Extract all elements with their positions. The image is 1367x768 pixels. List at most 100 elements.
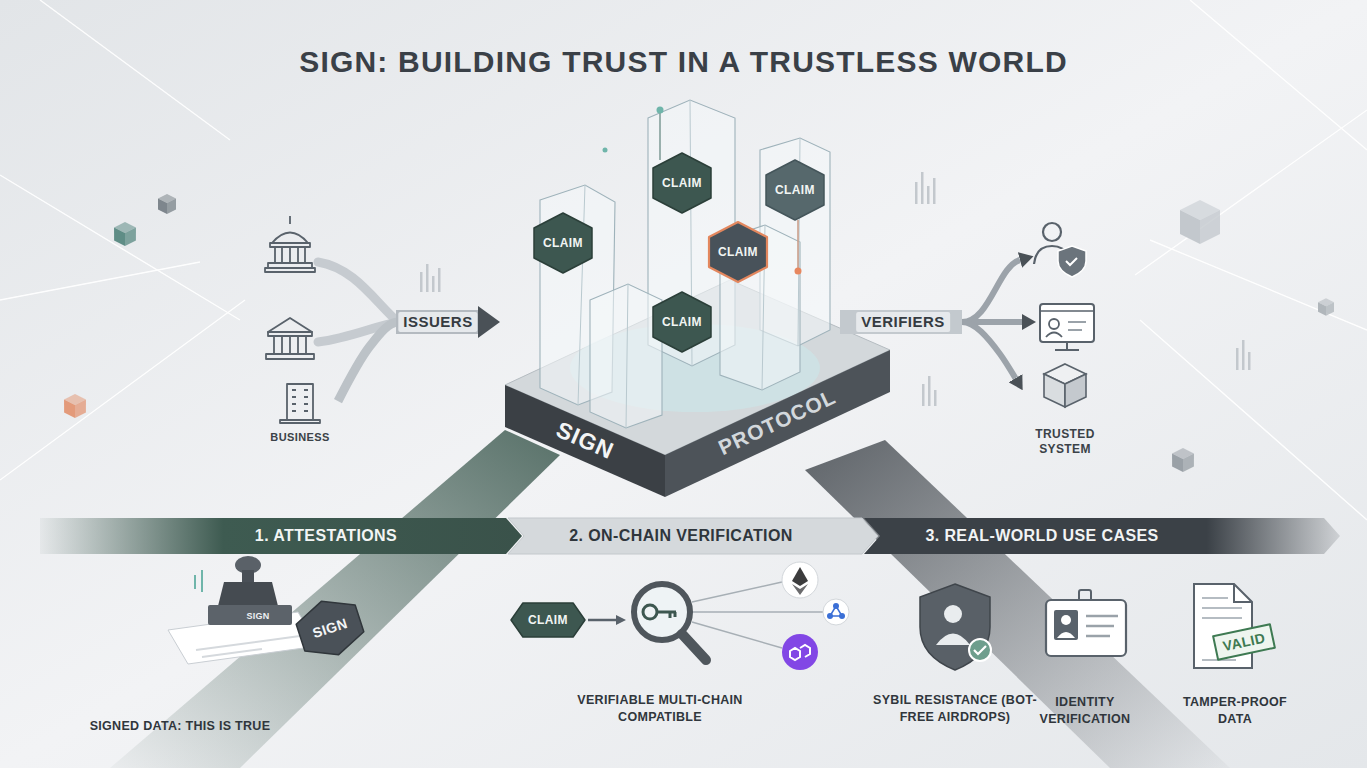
node-label: CLAIM — [718, 245, 758, 259]
government-icon — [265, 216, 315, 272]
floating-cubes-part — [158, 194, 176, 214]
protocol-platform-art-part — [578, 185, 585, 405]
network-lines-part — [40, 0, 230, 140]
sybil-shield-icon-part — [936, 634, 970, 646]
business-icon-part — [292, 390, 308, 411]
connector-line — [338, 322, 478, 401]
network-lines-part — [0, 175, 240, 320]
node-label: CLAIM — [543, 236, 583, 250]
protocol-platform-art-part — [659, 113, 661, 160]
id-card-icon-part — [1046, 600, 1126, 656]
bank-icon-part — [268, 332, 312, 336]
verifier-icons-part — [1040, 304, 1094, 342]
face-label-holder: SIGN — [552, 416, 618, 465]
step-chevron-shape — [864, 518, 1340, 554]
node-label: 2. ON-CHAIN VERIFICATION — [569, 526, 793, 545]
verifier-icons-part — [1046, 333, 1062, 338]
sybil-shield-icon-part — [944, 605, 962, 623]
verifier-arrows — [962, 260, 1022, 322]
node-label: BUSINESS — [270, 431, 329, 444]
protocol-platform-art-part — [626, 284, 628, 428]
bar-decor-part — [426, 264, 429, 292]
sybil-shield-icon — [920, 584, 991, 670]
id-card-icon-part — [1086, 616, 1118, 636]
verifier-icons-part — [1068, 322, 1086, 330]
stamp-illustration-part — [196, 636, 300, 657]
verifier-icons-part — [1065, 374, 1086, 407]
bar-decor-part — [432, 276, 435, 292]
diagram-title: SIGN: BUILDING TRUST IN A TRUSTLESS WORL… — [0, 44, 1367, 80]
title-holder: SIGN: BUILDING TRUST IN A TRUSTLESS WORL… — [0, 44, 1367, 80]
sybil-shield-icon-part — [969, 639, 991, 661]
network-lines-part — [1135, 110, 1367, 275]
network-lines-part — [1140, 320, 1367, 520]
issuer-business: BUSINESS — [262, 378, 338, 444]
edge-label-holder: VERIFIERS — [856, 312, 950, 332]
claim-hexagon: CLAIM — [511, 603, 585, 637]
step-chevron: 2. ON-CHAIN VERIFICATION — [508, 518, 878, 554]
protocol-platform-art-part — [657, 107, 664, 114]
stamp-hexagon: SIGN — [292, 592, 368, 664]
verification-illustration-part — [823, 599, 849, 625]
network-lines-part — [1190, 0, 1367, 150]
edge-label-holder: ISSUERS — [398, 312, 477, 332]
caption: SIGNED DATA: THIS IS TRUE — [55, 718, 305, 735]
id-card-icon-part — [1054, 610, 1078, 640]
step-chevron: 3. REAL-WORLD USE CASES — [864, 518, 1340, 554]
protocol-platform-art-part — [797, 220, 799, 268]
government-icon-part — [270, 243, 310, 247]
step-chevron: 1. ATTESTATIONS — [40, 518, 522, 554]
bank-icon-part — [274, 336, 306, 354]
claim-hexagon-shape — [766, 160, 824, 220]
verifier-icons-part — [1044, 374, 1065, 407]
valid-stamp-shape — [1213, 624, 1275, 660]
caption: VERIFIABLE MULTI-CHAIN COMPATIBLE — [565, 692, 755, 726]
id-card-icon — [1046, 590, 1126, 656]
protocol-platform-art-part — [590, 284, 662, 428]
caption: IDENTITY VERIFICATION — [1020, 694, 1150, 728]
verification-illustration-part — [682, 634, 706, 660]
edge-label: VERIFIERS — [856, 312, 950, 332]
label-holder: IDENTITY VERIFICATION — [1020, 694, 1150, 728]
edge-label: ISSUERS — [398, 312, 477, 332]
bar-decor-part — [915, 182, 918, 204]
verification-illustration — [588, 562, 849, 670]
step-chevron-shape — [508, 518, 878, 554]
floating-cubes-part — [1180, 200, 1220, 244]
bar-decor-part — [933, 178, 936, 204]
connector-band — [840, 310, 962, 334]
network-lines-part — [0, 300, 245, 480]
protocol-platform-art-part — [540, 100, 830, 428]
label-holder: SYBIL RESISTANCE (BOT-FREE AIRDROPS) — [863, 692, 1048, 726]
government-icon-part — [272, 233, 308, 244]
verification-illustration-part — [588, 619, 616, 622]
label-holder: VERIFIABLE MULTI-CHAIN COMPATIBLE — [565, 692, 755, 726]
caption: TAMPER-PROOF DATA — [1170, 694, 1300, 728]
bar-decor-part — [927, 186, 930, 204]
network-lines-part — [0, 262, 200, 300]
network-lines-part — [1150, 240, 1367, 330]
id-card-icon-part — [1057, 632, 1075, 638]
protocol-platform-art-part — [578, 100, 800, 428]
step-chevron-shape — [40, 518, 522, 554]
bar-decor-part — [420, 272, 423, 292]
protocol-platform-art-part — [795, 268, 802, 275]
node-label: 3. REAL-WORLD USE CASES — [925, 526, 1158, 545]
valid-stamp: VALID — [1213, 624, 1275, 660]
floating-cubes-part — [64, 394, 86, 418]
business-icon — [280, 384, 320, 423]
verifier-icons-part — [1049, 319, 1059, 329]
stamp-illustration-part — [242, 570, 254, 582]
bar-decor-part — [934, 390, 937, 406]
bar-decor-part — [922, 384, 925, 406]
verifier-icons-part — [1043, 223, 1061, 241]
bank-icon-part — [268, 318, 312, 332]
sybil-shield-icon-part — [974, 646, 986, 654]
claim-hexagon: CLAIM — [766, 160, 824, 220]
verification-illustration-part — [643, 605, 657, 619]
verification-illustration-part — [616, 615, 626, 625]
claim-hexagon: CLAIM — [653, 153, 711, 213]
document-icon-part — [1234, 584, 1252, 602]
